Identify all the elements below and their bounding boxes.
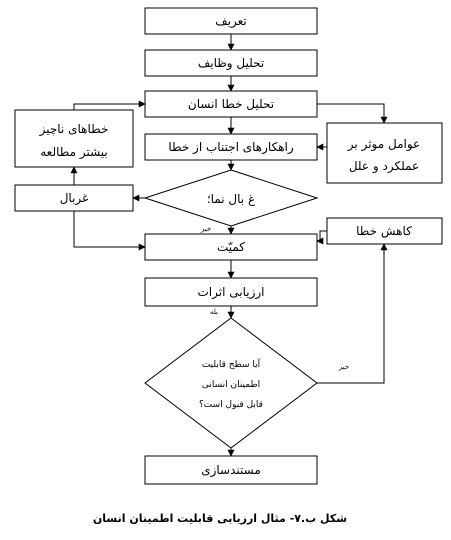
node-quantify: کمیّت (144, 233, 318, 261)
arrow-error-factors (317, 103, 388, 124)
node-error-analysis: تحلیل خطا انسان (144, 90, 318, 118)
node-factors-label-2: عملکرد و علل (349, 159, 419, 174)
node-assess-label: ارزیابی اثرات (197, 285, 264, 300)
node-quantify-label: کمیّت (217, 240, 245, 254)
decision-screening-label: غ بال نما؛ (207, 192, 256, 206)
arrow-decision2-reduction (317, 243, 388, 384)
node-minor-errors-label-2: بیشتر مطالعه (40, 145, 108, 160)
decision-acceptable-label-2: اطمینان انسانی (202, 380, 260, 390)
decision-acceptable-label-3: قابل قبول است؟ (199, 400, 263, 410)
arrow-minor-error (73, 100, 146, 110)
node-screening: غربال (14, 184, 134, 212)
node-task-analysis-label: تحلیل وظایف (198, 56, 264, 71)
edge-label-yes: بله (210, 308, 218, 316)
node-error-analysis-label: تحلیل خطا انسان (188, 97, 274, 111)
edge-label-no-1: خیر (200, 225, 211, 233)
node-reduction-label: کاهش خطا (356, 224, 412, 239)
node-avoidance-label: راهکارهای اجتناب از خطا (168, 140, 294, 155)
node-factors: عوامل موثر بر عملکرد و علل (326, 122, 443, 184)
node-reduction: کاهش خطا (326, 217, 443, 245)
node-definition-label: تعریف (215, 14, 247, 29)
node-screening-label: غربال (60, 191, 89, 206)
node-task-analysis: تحلیل وظایف (144, 49, 318, 77)
arrow-screening-quantify (73, 211, 146, 251)
decision-acceptable: آیا سطح قابلیت اطمینان انسانی قابل قبول … (144, 317, 318, 449)
figure-caption: شکل ب.۷- مثال ارزیابی قابلیت اطمینان انس… (92, 512, 348, 525)
arrow-reduction-quantify (316, 230, 327, 245)
node-avoidance: راهکارهای اجتناب از خطا (144, 133, 318, 161)
edge-label-no-2: خیر (338, 363, 349, 371)
decision-screening: غ بال نما؛ (143, 169, 319, 227)
node-factors-label-1: عوامل موثر بر (347, 137, 420, 152)
node-documentation-label: مستندسازی (201, 463, 261, 478)
node-minor-errors-label-1: خطاهای ناچیز (39, 122, 109, 137)
node-definition: تعریف (144, 7, 318, 35)
node-minor-errors: خطاهای ناچیز بیشتر مطالعه (14, 109, 134, 168)
node-assess: ارزیابی اثرات (144, 277, 318, 307)
decision-acceptable-label-1: آیا سطح قابلیت (202, 358, 261, 370)
node-documentation: مستندسازی (144, 455, 318, 485)
